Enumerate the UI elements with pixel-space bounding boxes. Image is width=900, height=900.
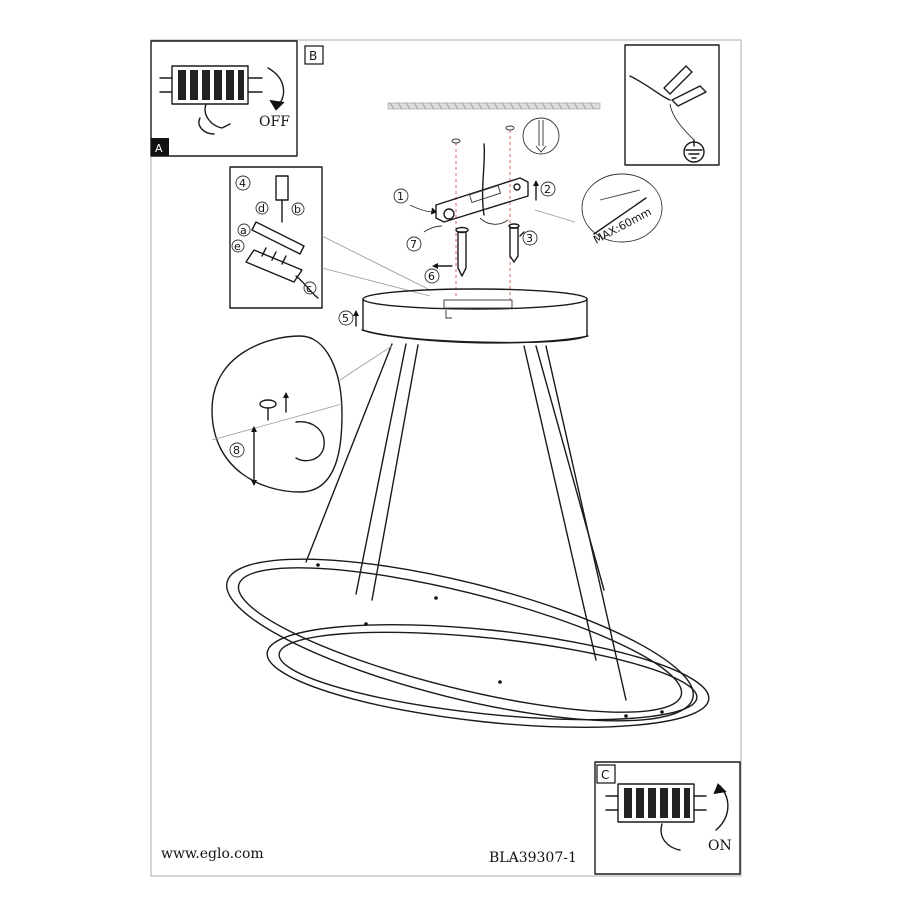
panel-a-label: A xyxy=(155,142,163,155)
ring-mount-points xyxy=(316,563,664,718)
page-frame xyxy=(150,39,742,877)
hand-icon-on xyxy=(660,823,681,851)
panel-c-label: C xyxy=(601,768,609,782)
pliers-icon xyxy=(663,65,693,95)
ceiling xyxy=(387,102,601,110)
step-6: 6 xyxy=(428,270,435,283)
panel-c-label-box xyxy=(596,764,616,784)
panel-power-on: C ON xyxy=(594,761,741,875)
step-markers-bracket: 1 2 3 6 7 xyxy=(393,180,556,284)
step-2: 2 xyxy=(544,183,551,196)
footer-model: BLA39307-1 xyxy=(489,850,577,866)
panel-b-label: B xyxy=(309,49,317,63)
step-5: 5 xyxy=(342,312,349,325)
ring-lower xyxy=(266,624,710,728)
detail-letter-c: c xyxy=(306,282,312,295)
switch-on-text: ON xyxy=(708,838,732,854)
terminal-block-on xyxy=(605,783,707,823)
canopy: 5 xyxy=(338,288,589,344)
screwdriver-icon xyxy=(275,175,289,201)
dowel-detail xyxy=(522,117,560,155)
drill-guides xyxy=(451,117,560,300)
hand-icon-adjust xyxy=(295,421,325,462)
ground-callout xyxy=(624,44,720,166)
screw-head-icon xyxy=(443,208,455,220)
mounting-screws xyxy=(455,223,520,277)
panel-b-label-box xyxy=(304,45,324,65)
ceiling-bracket xyxy=(435,177,529,225)
terminal-block-off xyxy=(159,65,263,105)
detail-letter-a: a xyxy=(240,224,247,237)
detail-letter-e: e xyxy=(234,240,241,253)
ring-upper xyxy=(226,558,694,722)
detail-wiring: 4 d b a e c xyxy=(229,166,431,309)
switch-off-text: OFF xyxy=(259,114,290,130)
hand-icon xyxy=(204,103,231,129)
strip-spec-text: MAX:60mm xyxy=(591,205,653,246)
step-4: 4 xyxy=(239,177,246,190)
cable-grip-icon xyxy=(259,399,277,409)
panel-a-label-box xyxy=(151,138,169,156)
step-8: 8 xyxy=(233,444,240,457)
step-1: 1 xyxy=(397,190,404,203)
panel-power-off: A B OFF xyxy=(150,40,324,157)
height-adjust-detail: 8 xyxy=(211,335,393,493)
suspension-cables xyxy=(305,343,627,701)
footer-website: www.eglo.com xyxy=(161,846,264,862)
supply-cable xyxy=(481,143,486,216)
detail-letter-d: d xyxy=(258,202,265,215)
terminal-block-detail xyxy=(245,249,303,283)
step-3: 3 xyxy=(526,232,533,245)
step-7: 7 xyxy=(410,238,417,251)
detail-letter-b: b xyxy=(294,203,301,216)
